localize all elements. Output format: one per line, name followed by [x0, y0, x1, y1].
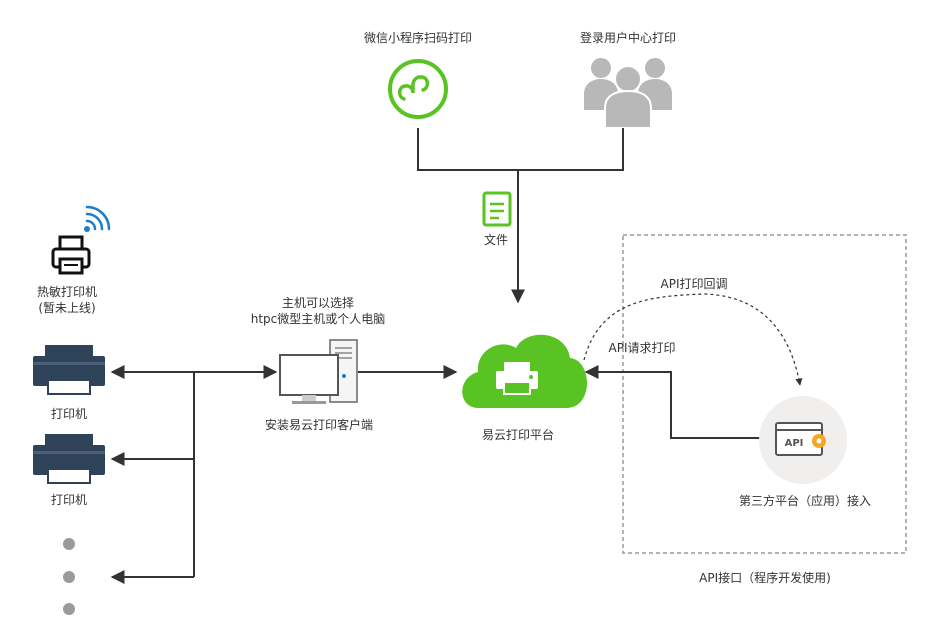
printer1-label: 打印机 [51, 407, 87, 421]
more-dot-icon [63, 538, 75, 550]
computer-icon [279, 339, 358, 404]
api-request-label: API请求打印 [609, 341, 676, 355]
client-label: 安装易云打印客户端 [265, 417, 373, 432]
users-icon [584, 58, 672, 129]
printer-icon [33, 345, 105, 395]
thermal-printer-label-1: 热敏打印机 [37, 284, 97, 299]
top-merge-connector [417, 128, 624, 171]
api-request-arrow [584, 365, 760, 439]
more-dot-icon [63, 603, 75, 615]
third-party-label: 第三方平台（应用）接入 [739, 493, 871, 508]
user-center-label: 登录用户中心打印 [580, 30, 676, 45]
more-dot-icon [63, 571, 75, 583]
api-interface-region [622, 234, 907, 554]
miniprogram-label: 微信小程序扫码打印 [364, 30, 472, 45]
api-callback-label: API打印回调 [661, 277, 728, 291]
cloud-printer-icon [462, 334, 587, 408]
file-icon [482, 191, 512, 227]
file-label: 文件 [484, 232, 508, 247]
api-badge-text: API [785, 438, 804, 449]
platform-label: 易云打印平台 [482, 427, 554, 442]
printer-icon [33, 434, 105, 484]
printer2-label: 打印机 [51, 493, 87, 507]
host-label-1: 主机可以选择 [282, 296, 354, 310]
wifi-icon [84, 205, 111, 232]
thermal-printer-label-2: (暂未上线) [38, 301, 95, 315]
api-interface-label: API接口（程序开发使用) [699, 570, 831, 585]
miniprogram-icon [388, 59, 448, 119]
host-label-2: htpc微型主机或个人电脑 [251, 312, 386, 326]
api-callback-curve [583, 293, 803, 386]
thermal-printer-icon [51, 235, 91, 275]
api-icon: API [759, 396, 847, 484]
